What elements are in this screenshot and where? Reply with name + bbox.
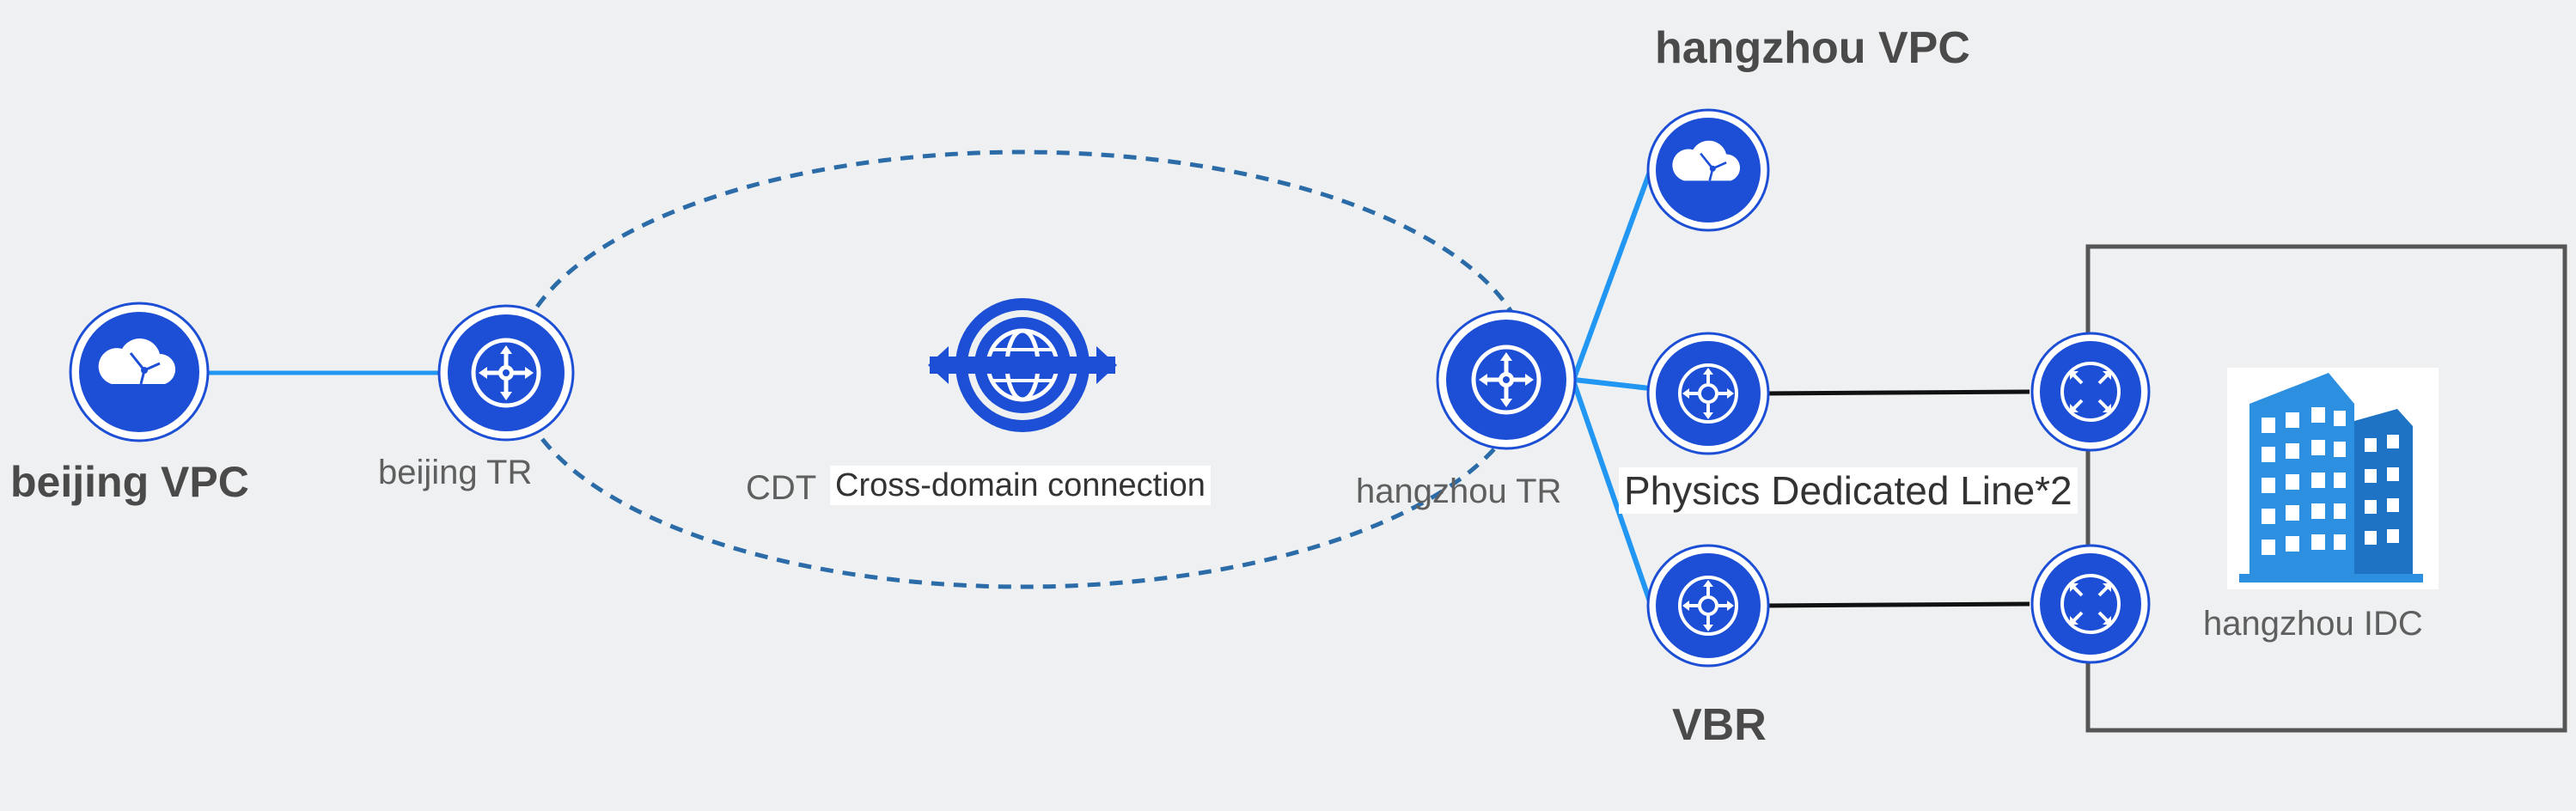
beijing-vpc-node — [69, 302, 210, 442]
link-tr-vbr-2 — [1572, 382, 1652, 602]
idc-router-2 — [2030, 544, 2151, 664]
dedicated-line-2 — [1762, 601, 2030, 608]
beijing-vpc-label: beijing VPC — [10, 458, 249, 506]
transit-router-icon — [473, 340, 539, 406]
cross-domain-connection-label: Cross-domain connection — [830, 466, 1211, 505]
vbr-label: VBR — [1672, 700, 1767, 750]
beijing-tr-node — [437, 304, 575, 442]
dedicated-line-1 — [1762, 389, 2030, 396]
hangzhou-idc-label: hangzhou IDC — [2203, 605, 2423, 643]
link-tr-vbr-1 — [1573, 377, 1651, 391]
globe-arrows-icon — [928, 298, 1117, 432]
link-tr-hangzhou-vpc — [1572, 170, 1652, 380]
beijing-tr-label: beijing TR — [378, 454, 533, 491]
hangzhou-tr-label: hangzhou TR — [1356, 473, 1562, 510]
hangzhou-vpc-node — [1646, 108, 1770, 232]
vbr-node-2 — [1646, 544, 1770, 668]
idc-box — [2085, 244, 2567, 733]
transit-router-icon — [1474, 347, 1539, 412]
building-icon — [2227, 368, 2439, 589]
vbr-node-1 — [1646, 332, 1770, 455]
hangzhou-tr-node — [1436, 309, 1577, 450]
hangzhou-vpc-label: hangzhou VPC — [1655, 23, 1970, 73]
physics-dedicated-line-label: Physics Dedicated Line*2 — [1619, 467, 2078, 514]
cdt-label: CDT — [746, 469, 817, 507]
idc-router-1 — [2030, 332, 2151, 452]
